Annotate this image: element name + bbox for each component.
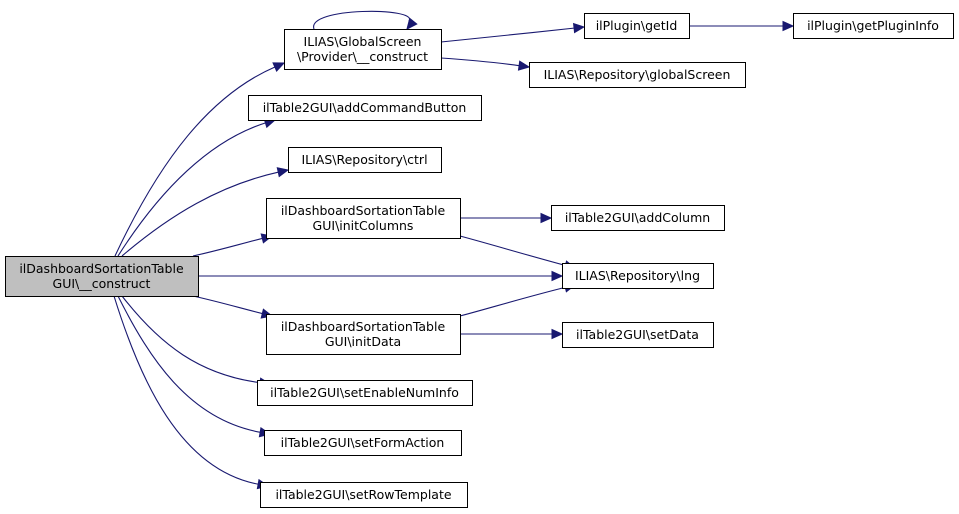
node-repo-ctrl[interactable]: ILIAS\Repository\ctrl [288,147,442,173]
node-label: ilPlugin\getId [596,18,678,33]
node-label: ilTable2GUI\setData [576,327,699,342]
edge-line [192,237,264,257]
edge-arrowhead [517,60,531,71]
node-repo-globalscreen[interactable]: ILIAS\Repository\globalScreen [529,62,746,88]
node-label: ilTable2GUI\setEnableNumInfo [270,385,459,400]
node-box [260,482,468,508]
node-plugin-getid[interactable]: ilPlugin\getId [584,13,690,39]
edge-line [459,286,567,317]
edge-line [113,295,260,485]
node-setformaction[interactable]: ilTable2GUI\setFormAction [264,430,462,456]
edge-root-to-repo_lng [198,270,564,282]
edge-provider_construct-to-repo_globalscreen [440,57,531,71]
edge-provider_construct-to-provider_construct [313,10,418,30]
node-box [5,256,199,297]
node-box [551,205,725,231]
node-addcommandbutton[interactable]: ilTable2GUI\addCommandButton [248,95,482,121]
node-setenablenuminfo[interactable]: ilTable2GUI\setEnableNumInfo [257,380,473,406]
edge-line [459,235,567,267]
edge-arrowhead [551,270,564,282]
node-label: ILIAS\Repository\ctrl [301,152,427,167]
node-box [529,62,746,88]
node-addcolumn[interactable]: ilTable2GUI\addColumn [551,205,725,231]
edge-arrowhead [782,20,795,32]
edge-root-to-initcolumns [192,233,274,257]
node-box [248,95,482,121]
node-repo-lng[interactable]: ILIAS\Repository\lng [562,263,714,289]
node-label: GUI\initData [325,334,401,349]
edge-initcolumns-to-repo_lng [459,235,577,271]
node-setrowtemplate[interactable]: ilTable2GUI\setRowTemplate [260,482,468,508]
node-label: ILIAS\Repository\globalScreen [544,67,731,82]
edge-arrowhead [572,22,586,34]
edge-line [121,171,280,257]
node-label: ilTable2GUI\addColumn [565,210,710,225]
edge-plugin_getid-to-plugin_getplugininfo [689,20,795,32]
edge-initcolumns-to-addcolumn [460,212,553,224]
edge-line [114,66,276,257]
node-setdata[interactable]: ilTable2GUI\setData [562,322,714,348]
edge-line [121,295,262,384]
node-label: ilDashboardSortationTable [281,319,446,334]
edge-root-to-initdata [192,295,274,319]
node-box [793,13,954,39]
edge-line [313,10,410,30]
edge-initdata-to-repo_lng [459,282,577,317]
edge-root-to-repo_ctrl [121,167,290,257]
edge-line [117,295,262,433]
node-label: GUI\__construct [53,276,151,291]
node-label: ilTable2GUI\setFormAction [281,435,445,450]
edge-root-to-setrowtemplate [113,295,270,490]
edge-line [440,27,576,43]
node-label: ILIAS\Repository\lng [575,268,700,283]
edge-root-to-provider_construct [114,62,286,257]
edge-arrowhead [540,212,553,224]
call-graph-nodes: ilDashboardSortationTableGUI\__construct… [5,13,954,508]
node-label: ilTable2GUI\setRowTemplate [275,487,451,502]
node-box [562,322,714,348]
node-box [264,430,462,456]
node-box [266,198,461,239]
node-box [284,29,442,70]
edge-arrowhead [272,62,286,73]
node-label: ILIAS\GlobalScreen [304,34,422,49]
node-provider-construct[interactable]: ILIAS\GlobalScreen\Provider\__construct [284,29,442,70]
edge-arrowhead [276,167,290,178]
node-plugin-getplugininfo[interactable]: ilPlugin\getPluginInfo [793,13,954,39]
edge-arrowhead [406,17,418,30]
node-box [257,380,473,406]
node-label: GUI\initColumns [313,218,414,233]
edge-line [117,122,267,257]
edge-provider_construct-to-plugin_getid [440,22,586,43]
node-label: ilTable2GUI\addCommandButton [263,100,467,115]
edge-initdata-to-setdata [460,328,564,340]
node-label: ilDashboardSortationTable [281,203,446,218]
node-box [562,263,714,289]
edge-root-to-addcommandbutton [117,118,277,257]
edge-line [440,57,521,67]
node-box [584,13,690,39]
node-label: ilDashboardSortationTable [19,261,184,276]
node-box [288,147,442,173]
edge-arrowhead [551,328,564,340]
edge-line [192,295,264,315]
edge-root-to-setformaction [117,295,272,438]
node-label: \Provider\__construct [297,49,428,64]
node-box [266,314,461,355]
node-label: ilPlugin\getPluginInfo [807,18,939,33]
